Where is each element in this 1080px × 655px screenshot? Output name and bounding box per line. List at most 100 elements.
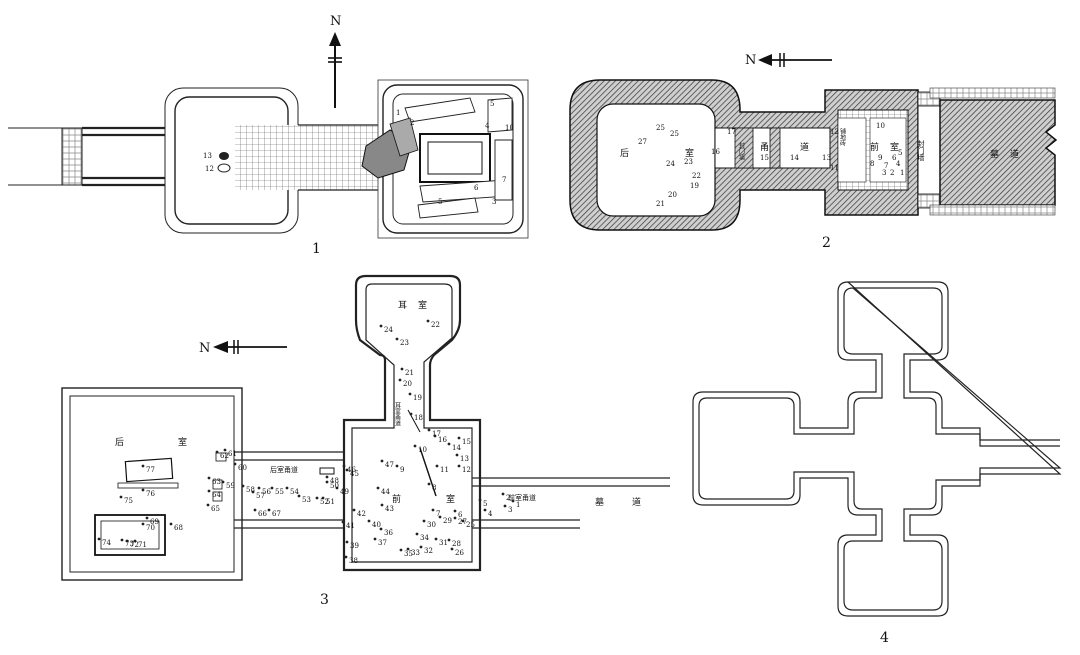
object-marker — [400, 367, 404, 371]
object-marker — [399, 548, 403, 552]
object-number: 38 — [349, 557, 358, 565]
object-marker — [345, 468, 349, 472]
object-marker — [409, 412, 413, 416]
object-number: 70 — [146, 524, 155, 532]
object-number: 61 — [228, 450, 237, 458]
object-marker — [207, 489, 211, 493]
cruciform-tomb-outline — [692, 281, 1062, 617]
object-number: 6 — [892, 154, 897, 162]
object-marker — [223, 448, 227, 452]
object-number: 12 — [830, 128, 839, 136]
object-marker — [207, 476, 211, 480]
entrance-passage-label: 道 — [1010, 148, 1019, 160]
object-number: 72 — [130, 541, 139, 549]
object-number: 56 — [262, 488, 271, 496]
object-marker — [453, 516, 457, 520]
object-number: 35 — [404, 550, 413, 558]
object-number: 25 — [670, 130, 679, 138]
object-number: 36 — [384, 529, 393, 537]
object-marker — [251, 490, 255, 494]
object-marker — [344, 555, 348, 559]
object-number: 51 — [326, 498, 335, 506]
front-chamber-label: 室 — [446, 493, 455, 505]
object-number: 23 — [684, 158, 693, 166]
object-marker — [413, 444, 417, 448]
object-number: 34 — [420, 534, 429, 542]
object-marker — [325, 475, 329, 479]
panel-2-tomb-plan: N 后 室 甬 道 前 室 墓 道 封门墙 封门墙 铺地砖 25 — [569, 53, 1058, 251]
tomb-passage-label: 道 — [632, 496, 641, 508]
object-number: 11 — [830, 164, 839, 172]
object-number: 57 — [256, 492, 265, 500]
object-number: 31 — [439, 539, 448, 547]
ear-chamber-label: 室 — [418, 299, 427, 311]
ear-passage-label: 耳室甬道 — [394, 402, 401, 427]
object-number: 44 — [381, 488, 390, 496]
north-arrow-icon — [328, 32, 342, 108]
object-marker — [335, 486, 339, 490]
object-number: 53 — [302, 496, 311, 504]
object-marker — [511, 499, 515, 503]
front-chamber-and-ear — [342, 274, 482, 572]
object-marker — [501, 492, 505, 496]
object-number: 42 — [357, 510, 366, 518]
rear-chamber-label: 室 — [178, 436, 187, 448]
object-marker — [422, 519, 426, 523]
object-number: 74 — [102, 539, 111, 547]
object-marker — [221, 480, 225, 484]
object-number: 10 — [418, 446, 427, 454]
object-marker — [125, 539, 129, 543]
object-number: 4 — [488, 510, 493, 518]
object-number: 12 — [462, 466, 471, 474]
object-marker — [408, 392, 412, 396]
object-number: 10 — [876, 122, 885, 130]
rear-chamber-label: 室 — [685, 147, 694, 159]
object-number: 25 — [466, 521, 475, 529]
object-number: 40 — [372, 521, 381, 529]
object-number: 67 — [272, 510, 281, 518]
object-number: 14 — [790, 154, 799, 162]
object-marker — [145, 516, 149, 520]
panel-2-label: 2 — [822, 235, 831, 251]
object-number: 77 — [146, 466, 155, 474]
object-number: 19 — [690, 182, 699, 190]
object-number: 71 — [138, 541, 147, 549]
object-number: 10 — [505, 124, 514, 132]
object-marker — [297, 494, 301, 498]
object-number: 22 — [431, 321, 440, 329]
object-number: 15 — [760, 154, 769, 162]
north-arrow-icon — [758, 53, 832, 67]
object-marker — [427, 482, 431, 486]
object-number: 27 — [638, 138, 647, 146]
object-number: 60 — [238, 464, 247, 472]
object-number: 4 — [485, 122, 490, 130]
object-number: 13 — [460, 455, 469, 463]
object-marker — [206, 503, 210, 507]
north-label: N — [745, 53, 756, 68]
object-marker — [457, 436, 461, 440]
object-marker — [427, 428, 431, 432]
object-marker — [342, 464, 346, 468]
object-marker — [257, 486, 261, 490]
object-number: 14 — [452, 444, 461, 452]
object-number: 33 — [411, 549, 420, 557]
object-marker — [453, 509, 457, 513]
front-chamber-label: 室 — [890, 141, 899, 153]
object-number: 75 — [124, 497, 133, 505]
object-number: 24 — [666, 160, 675, 168]
object-number: 32 — [424, 547, 433, 555]
object-marker — [419, 545, 423, 549]
object-number: 62 — [220, 452, 229, 460]
object-number: 1 — [516, 501, 520, 509]
object-number: 21 — [656, 200, 665, 208]
floor-label: 铺地砖 — [839, 127, 846, 147]
object-marker — [438, 515, 442, 519]
object-number: 6 — [474, 184, 479, 192]
object-marker — [241, 484, 245, 488]
object-number: 28 — [452, 540, 461, 548]
object-number: 69 — [150, 518, 159, 526]
object-marker — [433, 434, 437, 438]
object-marker — [450, 547, 454, 551]
